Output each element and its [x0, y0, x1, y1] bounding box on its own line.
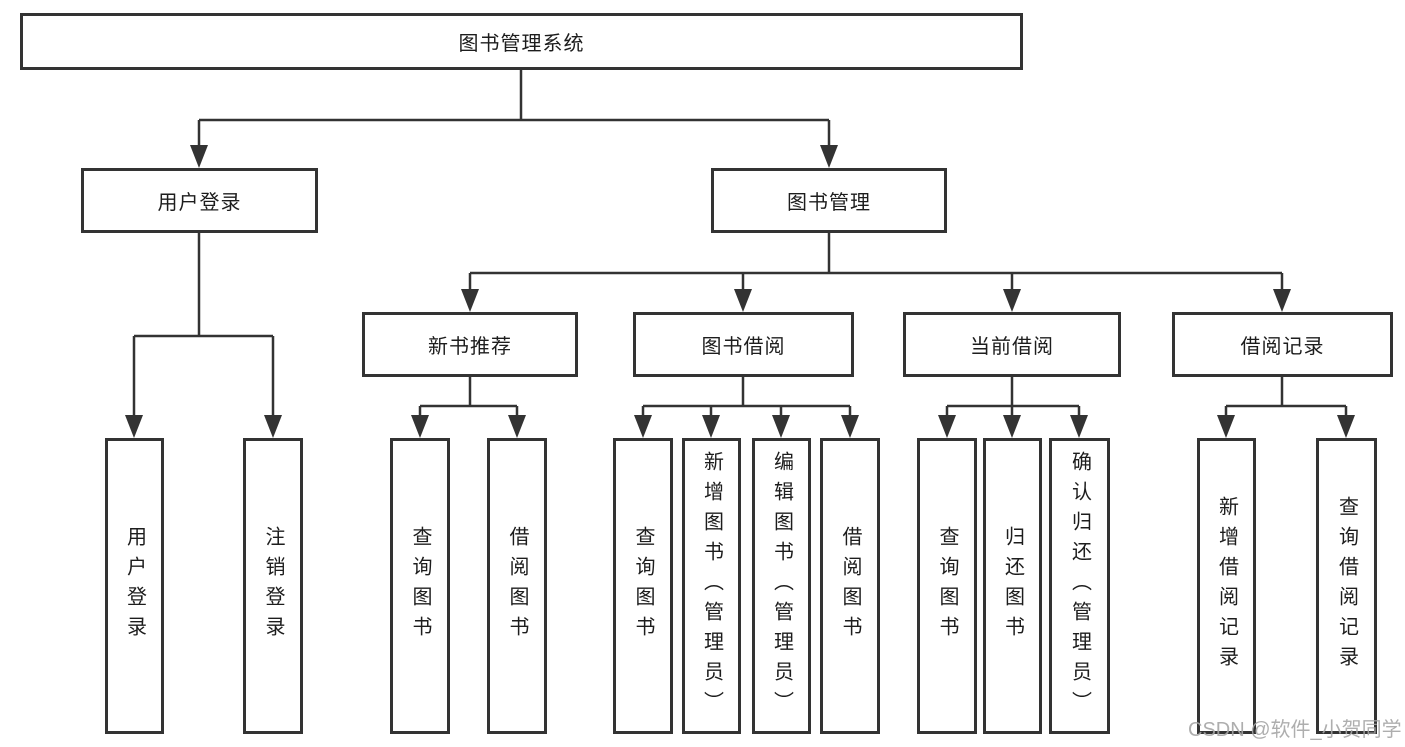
leaf-user-login: 用户登录: [105, 438, 164, 734]
node-book-borrow: 图书借阅: [633, 312, 854, 377]
leaf-borrow-book: 借阅图书: [820, 438, 880, 734]
node-library-management-system: 图书管理系统: [20, 13, 1023, 70]
leaf-add-book-admin: 新增图书（管理员）: [682, 438, 741, 734]
node-user-login: 用户登录: [81, 168, 318, 233]
leaf-logout: 注销登录: [243, 438, 303, 734]
node-book-management: 图书管理: [711, 168, 947, 233]
node-borrow-records: 借阅记录: [1172, 312, 1393, 377]
leaf-query-book-borrow: 查询图书: [613, 438, 673, 734]
leaf-borrow-book-recommend: 借阅图书: [487, 438, 547, 734]
leaf-query-book-current: 查询图书: [917, 438, 977, 734]
leaf-query-borrow-record: 查询借阅记录: [1316, 438, 1377, 734]
leaf-add-borrow-record: 新增借阅记录: [1197, 438, 1256, 734]
leaf-edit-book-admin: 编辑图书（管理员）: [752, 438, 811, 734]
csdn-watermark: CSDN @软件_小贺同学: [1188, 719, 1402, 741]
leaf-confirm-return-admin: 确认归还（管理员）: [1049, 438, 1110, 734]
leaf-query-book-recommend: 查询图书: [390, 438, 450, 734]
leaf-return-book: 归还图书: [983, 438, 1042, 734]
node-current-borrow: 当前借阅: [903, 312, 1121, 377]
node-new-book-recommend: 新书推荐: [362, 312, 578, 377]
